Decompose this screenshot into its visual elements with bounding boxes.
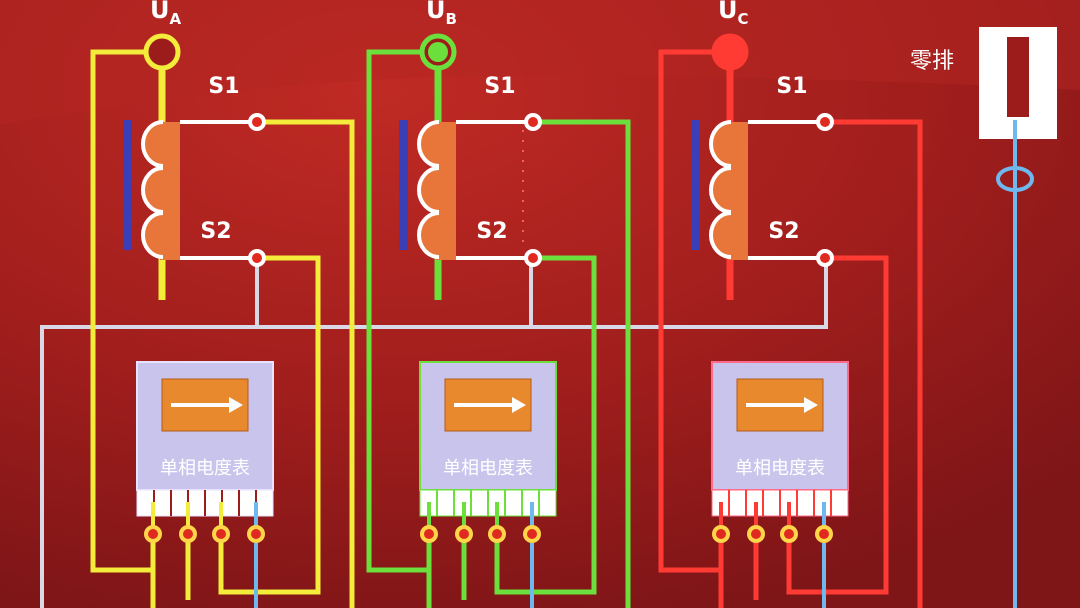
b-s1-terminal-dot <box>528 117 538 127</box>
right-arrow-icon-head <box>229 397 243 413</box>
a-coil-turn-1 <box>141 120 164 168</box>
b-meter-terminal-3-dot <box>492 529 502 539</box>
a-coil-turn-2 <box>141 166 164 214</box>
c-coil-body <box>728 122 748 260</box>
a-meter-terminal-3-dot <box>216 529 226 539</box>
b-meter-terminal-4-dot <box>527 529 537 539</box>
b-source-terminal-fill <box>428 42 448 62</box>
b-meter-terminal-2-dot <box>459 529 469 539</box>
c-meter-terminal-3-dot <box>784 529 794 539</box>
b-s1-wire <box>533 119 631 608</box>
b-coil-turn-1 <box>417 120 440 168</box>
b-s1-label: S1 <box>484 74 515 99</box>
c-s1-wire <box>825 119 923 608</box>
b-s2-wire <box>494 255 597 595</box>
b-coil-body <box>436 122 456 260</box>
a-meter-terminal-1-dot <box>148 529 158 539</box>
b-s2-label: S2 <box>476 219 507 244</box>
a-s2-terminal-dot <box>252 253 262 263</box>
c-coil-turn-3 <box>709 211 732 259</box>
return-bus <box>40 262 828 608</box>
c-coil-turn-1 <box>709 120 732 168</box>
a-source-feed-wire <box>90 49 162 573</box>
b-meter-label: 单相电度表 <box>443 458 533 479</box>
b-source-feed-wire <box>366 49 438 573</box>
a-meter-label: 单相电度表 <box>160 458 250 479</box>
a-s2-label: S2 <box>200 219 231 244</box>
a-source-terminal <box>143 33 181 71</box>
a-meter-terminal-4-dot <box>251 529 261 539</box>
neutral-bar: 零排 <box>910 27 1057 608</box>
c-source-feed-wire <box>658 49 730 573</box>
a-coil-body <box>160 122 180 260</box>
c-s2-terminal-dot <box>820 253 830 263</box>
neutral-ring <box>996 166 1034 192</box>
b-phase-label: UB <box>426 0 457 28</box>
a-coil-turn-3 <box>141 211 164 259</box>
c-s1-terminal-dot <box>820 117 830 127</box>
a-ct-core <box>123 120 132 250</box>
c-meter-label: 单相电度表 <box>735 458 825 479</box>
b-s2-terminal-dot <box>528 253 538 263</box>
neutral-label: 零排 <box>910 49 954 74</box>
a-s1-terminal-dot <box>252 117 262 127</box>
right-arrow-icon-head <box>512 397 526 413</box>
c-s2-label: S2 <box>768 219 799 244</box>
c-coil-turn-2 <box>709 166 732 214</box>
b-coil-turn-2 <box>417 166 440 214</box>
return-bus-wire <box>40 262 828 608</box>
right-arrow-icon-head <box>804 397 818 413</box>
c-s1-label: S1 <box>776 74 807 99</box>
c-source-terminal <box>711 33 749 71</box>
background-sheen <box>0 0 1080 125</box>
c-ct-core <box>691 120 700 250</box>
a-phase-label: UA <box>150 0 182 28</box>
c-meter-terminal-4-dot <box>819 529 829 539</box>
busbar-slot <box>1005 35 1031 119</box>
c-s2-wire <box>786 255 889 595</box>
b-ct-core <box>399 120 408 250</box>
a-s1-label: S1 <box>208 74 239 99</box>
c-meter-terminal-2-dot <box>751 529 761 539</box>
a-s2-wire <box>218 255 321 595</box>
c-meter-terminal-1-dot <box>716 529 726 539</box>
a-meter-terminal-2-dot <box>183 529 193 539</box>
c-phase-label: UC <box>718 0 749 28</box>
b-coil-turn-3 <box>417 211 440 259</box>
a-s1-wire <box>257 119 355 608</box>
b-meter-terminal-1-dot <box>424 529 434 539</box>
